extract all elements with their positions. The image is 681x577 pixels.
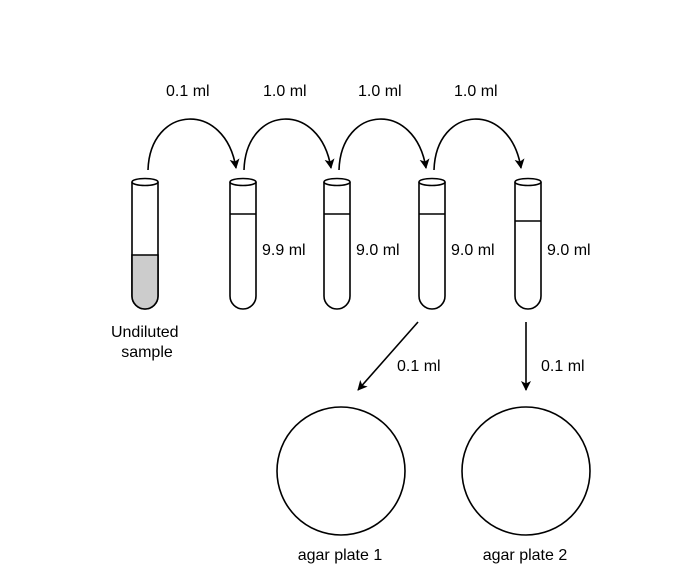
plating-label-1: 0.1 ml [397,358,441,375]
plating-label-2: 0.1 ml [541,358,585,375]
transfer-label-2: 1.0 ml [263,83,307,100]
dilution-tube-2 [323,177,351,310]
undiluted-sample-label-line-2: sample [121,344,173,361]
transfer-arrow-3 [338,118,430,171]
undiluted-sample-label-line-1: Undiluted [111,324,179,341]
transfer-arrow-4 [433,118,525,171]
transfer-label-1: 0.1 ml [166,83,210,100]
tube-volume-1: 9.9 ml [262,242,306,259]
plating-arrow-1 [357,321,419,391]
undiluted-sample-tube [131,177,159,310]
tube-volume-4: 9.0 ml [547,242,591,259]
dilution-tube-4 [514,177,542,310]
transfer-arrow-1 [147,118,240,171]
undiluted-sample-label: Undiluted sample [111,324,183,361]
transfer-label-4: 1.0 ml [454,83,498,100]
tube-volume-2: 9.0 ml [356,242,400,259]
transfer-label-3: 1.0 ml [358,83,402,100]
dilution-tube-1 [229,177,257,310]
tube-volume-3: 9.0 ml [451,242,495,259]
agar-plate-1-label: agar plate 1 [298,547,383,564]
agar-plate-1 [276,406,406,536]
agar-plate-2-label: agar plate 2 [483,547,568,564]
dilution-tube-3 [418,177,446,310]
agar-plate-2 [461,406,591,536]
transfer-arrow-2 [243,118,335,171]
sample-liquid [131,254,159,310]
